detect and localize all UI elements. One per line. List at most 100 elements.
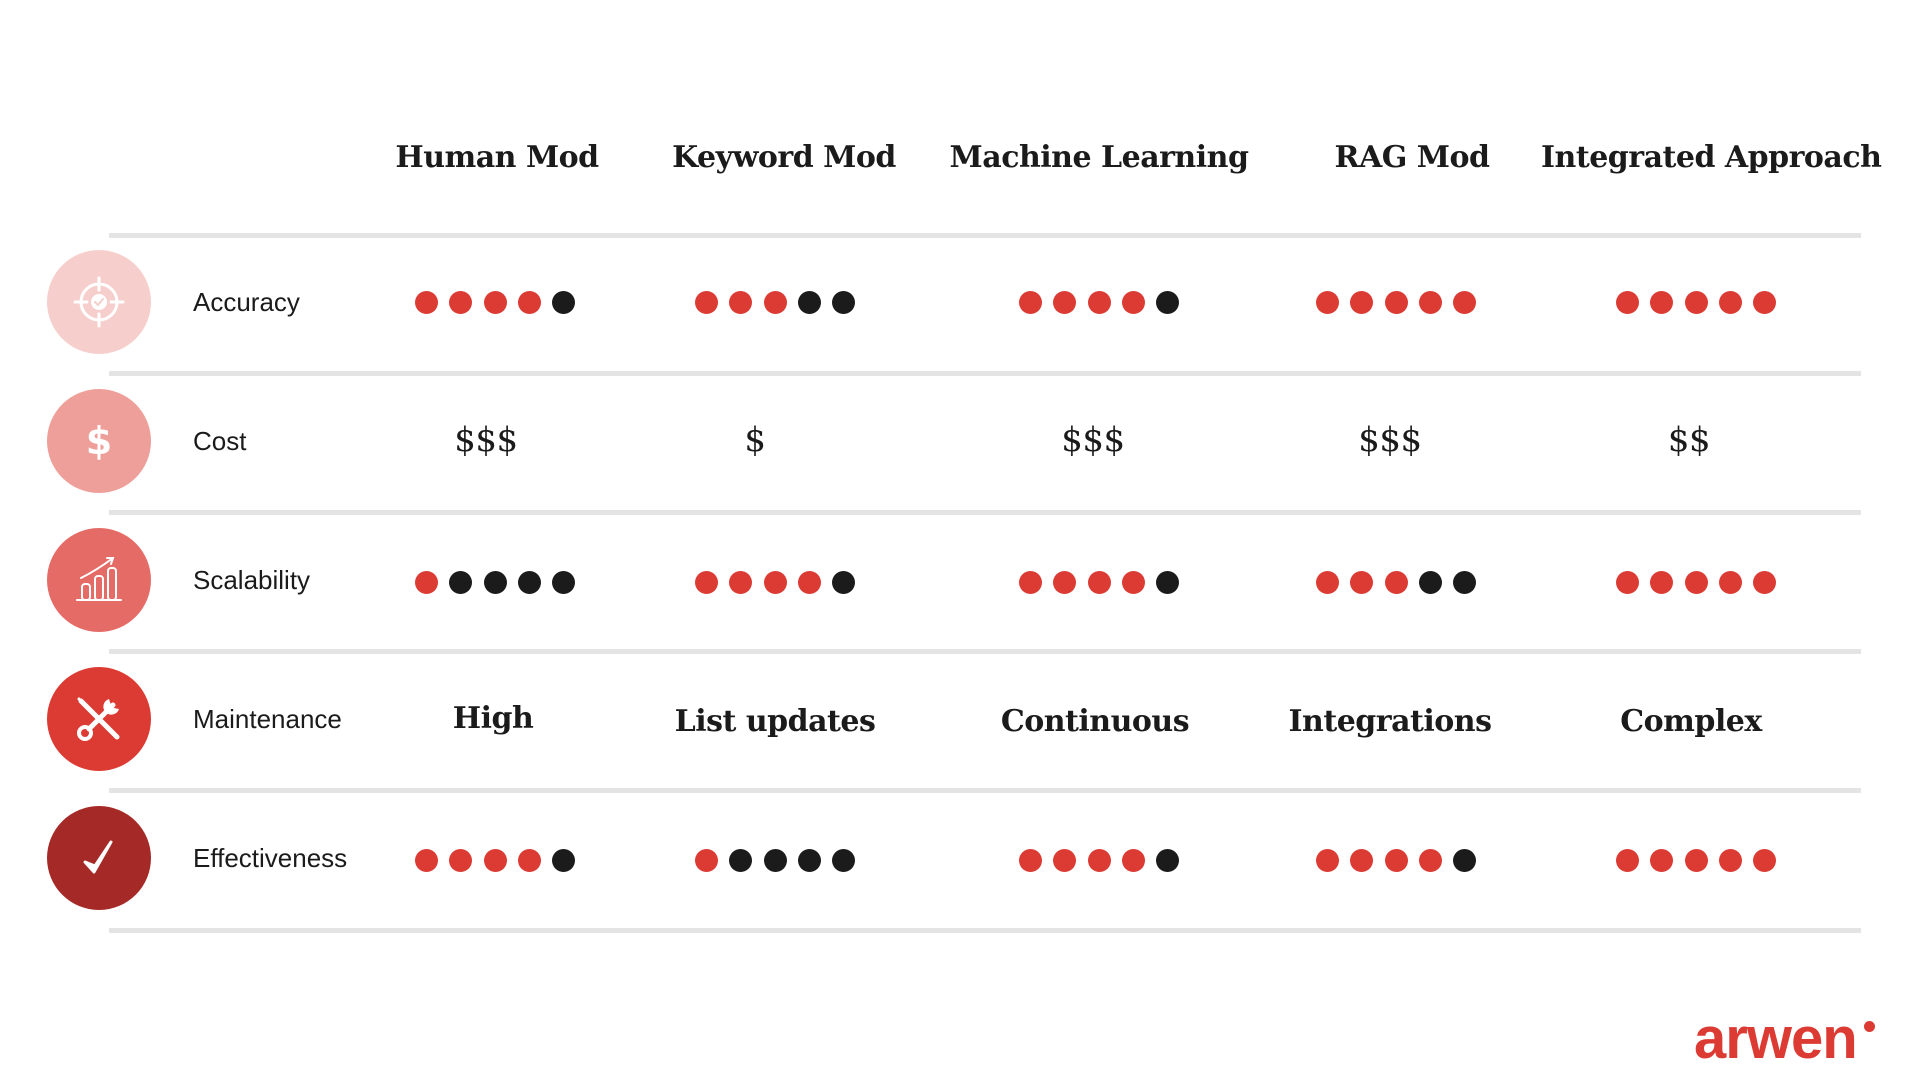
rating-dots-effectiveness xyxy=(415,849,575,873)
filled-dot xyxy=(1019,571,1042,594)
target-check-icon xyxy=(73,276,125,328)
filled-dot xyxy=(1087,291,1111,314)
checkmark-icon xyxy=(83,840,113,874)
rating-dots-accuracy xyxy=(1019,291,1179,315)
filled-dot xyxy=(1616,849,1639,872)
filled-dot xyxy=(449,291,473,314)
filled-dot xyxy=(763,571,787,594)
column-header-human-mod: Human Mod xyxy=(395,140,599,175)
filled-dot xyxy=(1316,571,1339,594)
filled-dot xyxy=(1350,291,1374,314)
filled-dot xyxy=(483,291,507,314)
filled-dot xyxy=(517,849,541,872)
maintenance-row-icon xyxy=(47,667,151,771)
filled-dot xyxy=(1384,849,1408,872)
divider xyxy=(109,510,1861,515)
filled-dot xyxy=(763,291,787,314)
filled-dot xyxy=(1121,849,1145,872)
rating-dots-accuracy xyxy=(1316,291,1476,315)
column-header-integrated-approach: Integrated Approach xyxy=(1541,140,1882,175)
filled-dot xyxy=(1087,571,1111,594)
filled-dot xyxy=(1316,291,1339,314)
maintenance-cell-keyword-mod: List updates xyxy=(674,704,876,739)
cost-cell-human-mod: $$$ xyxy=(454,420,518,460)
effectiveness-row-icon xyxy=(47,806,151,910)
empty-dot xyxy=(1156,849,1179,872)
filled-dot xyxy=(1053,849,1077,872)
filled-dot xyxy=(695,571,718,594)
filled-dot xyxy=(1650,571,1674,594)
filled-dot xyxy=(1684,849,1708,872)
row-label-accuracy: Accuracy xyxy=(193,287,300,317)
rating-dots-scalability xyxy=(1316,571,1476,595)
rating-dots-effectiveness xyxy=(695,849,855,873)
filled-dot xyxy=(729,571,753,594)
maintenance-cell-machine-learning: Continuous xyxy=(1000,704,1190,739)
filled-dot xyxy=(1384,291,1408,314)
column-header-keyword-mod: Keyword Mod xyxy=(672,140,896,175)
row-label-effectiveness: Effectiveness xyxy=(193,843,348,873)
rating-dots-scalability xyxy=(1019,571,1179,595)
rating-dots-accuracy xyxy=(695,291,855,315)
divider xyxy=(109,233,1861,238)
filled-dot xyxy=(1753,571,1776,594)
arwen-logo: arwen xyxy=(1694,1006,1858,1071)
filled-dot xyxy=(695,849,718,872)
empty-dot xyxy=(1156,571,1179,594)
filled-dot xyxy=(1053,291,1077,314)
filled-dot xyxy=(1753,291,1776,314)
filled-dot xyxy=(1316,849,1339,872)
filled-dot xyxy=(1418,849,1442,872)
maintenance-cell-rag-mod: Integrations xyxy=(1288,704,1492,739)
column-header-machine-learning: Machine Learning xyxy=(949,140,1249,175)
filled-dot xyxy=(1684,291,1708,314)
filled-dot xyxy=(1718,571,1742,594)
filled-dot xyxy=(1718,291,1742,314)
maintenance-cell-human-mod: High xyxy=(452,701,534,736)
filled-dot xyxy=(1121,571,1145,594)
dollar-icon: $ xyxy=(86,419,112,463)
cost-cell-keyword-mod: $ xyxy=(744,420,766,460)
rating-dots-effectiveness xyxy=(1616,849,1776,873)
svg-text:$: $ xyxy=(86,419,112,463)
column-header-rag-mod: RAG Mod xyxy=(1334,140,1490,175)
cost-cell-machine-learning: $$$ xyxy=(1061,420,1125,460)
empty-dot xyxy=(552,849,575,872)
rating-dots-scalability xyxy=(415,571,575,595)
tools-icon xyxy=(77,697,120,741)
filled-dot xyxy=(1718,849,1742,872)
empty-dot xyxy=(832,849,855,872)
filled-dot xyxy=(1453,291,1476,314)
rating-dots-accuracy xyxy=(1616,291,1776,315)
filled-dot xyxy=(1650,291,1674,314)
rating-dots-effectiveness xyxy=(1316,849,1476,873)
row-label-scalability: Scalability xyxy=(193,565,311,595)
empty-dot xyxy=(1453,849,1476,872)
filled-dot xyxy=(1616,291,1639,314)
filled-dot xyxy=(1418,291,1442,314)
cost-cell-rag-mod: $$$ xyxy=(1358,420,1422,460)
divider xyxy=(109,928,1861,933)
filled-dot xyxy=(1350,571,1374,594)
divider xyxy=(109,788,1861,793)
filled-dot xyxy=(415,571,438,594)
row-label-cost: Cost xyxy=(193,426,247,456)
empty-dot xyxy=(552,571,575,594)
empty-dot xyxy=(1418,571,1442,594)
empty-dot xyxy=(483,571,507,594)
empty-dot xyxy=(449,571,473,594)
empty-dot xyxy=(763,849,787,872)
filled-dot xyxy=(1384,571,1408,594)
empty-dot xyxy=(517,571,541,594)
filled-dot xyxy=(449,849,473,872)
filled-dot xyxy=(1684,571,1708,594)
row-label-maintenance: Maintenance xyxy=(193,704,342,734)
filled-dot xyxy=(517,291,541,314)
cost-cell-integrated-approach: $$ xyxy=(1667,420,1711,460)
maintenance-cell-integrated-approach: Complex xyxy=(1620,704,1762,739)
empty-dot xyxy=(797,291,821,314)
empty-dot xyxy=(1453,571,1476,594)
empty-dot xyxy=(797,849,821,872)
filled-dot xyxy=(797,571,821,594)
rating-dots-accuracy xyxy=(415,291,575,315)
